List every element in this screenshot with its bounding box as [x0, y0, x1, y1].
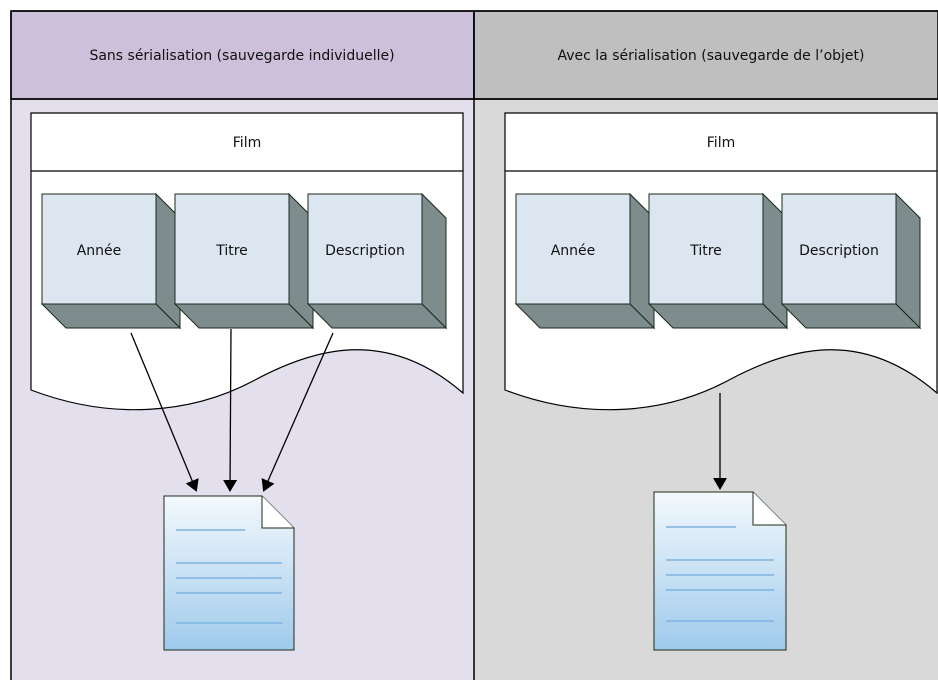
field-cube-annee-left: Année — [40, 192, 182, 330]
field-label: Titre — [689, 243, 722, 259]
document-icon — [653, 491, 787, 651]
object-card-right-title: Film — [707, 135, 735, 151]
arrow-annee-to-file — [130, 332, 199, 492]
column-left: Sans sérialisation (sauvegarde individue… — [10, 10, 475, 680]
arrow-description-to-file — [261, 332, 334, 492]
field-cube-description-right: Description — [780, 192, 922, 330]
field-label: Année — [551, 243, 596, 259]
column-left-header — [10, 10, 475, 100]
arrow-titre-to-file — [223, 328, 238, 492]
object-card-left-title: Film — [233, 135, 261, 151]
field-cube-description-left: Description — [306, 192, 448, 330]
field-cube-titre-left: Titre — [173, 192, 315, 330]
field-label: Description — [799, 243, 879, 259]
field-cube-annee-right: Année — [514, 192, 656, 330]
column-right: Avec la sérialisation (sauvegarde de l’o… — [473, 10, 938, 680]
column-right-header-label: Avec la sérialisation (sauvegarde de l’o… — [557, 48, 864, 64]
field-label: Titre — [215, 243, 248, 259]
field-cube-titre-right: Titre — [647, 192, 789, 330]
document-icon — [163, 495, 295, 651]
field-label: Année — [77, 243, 122, 259]
field-label: Description — [325, 243, 405, 259]
column-left-header-label: Sans sérialisation (sauvegarde individue… — [89, 48, 394, 64]
